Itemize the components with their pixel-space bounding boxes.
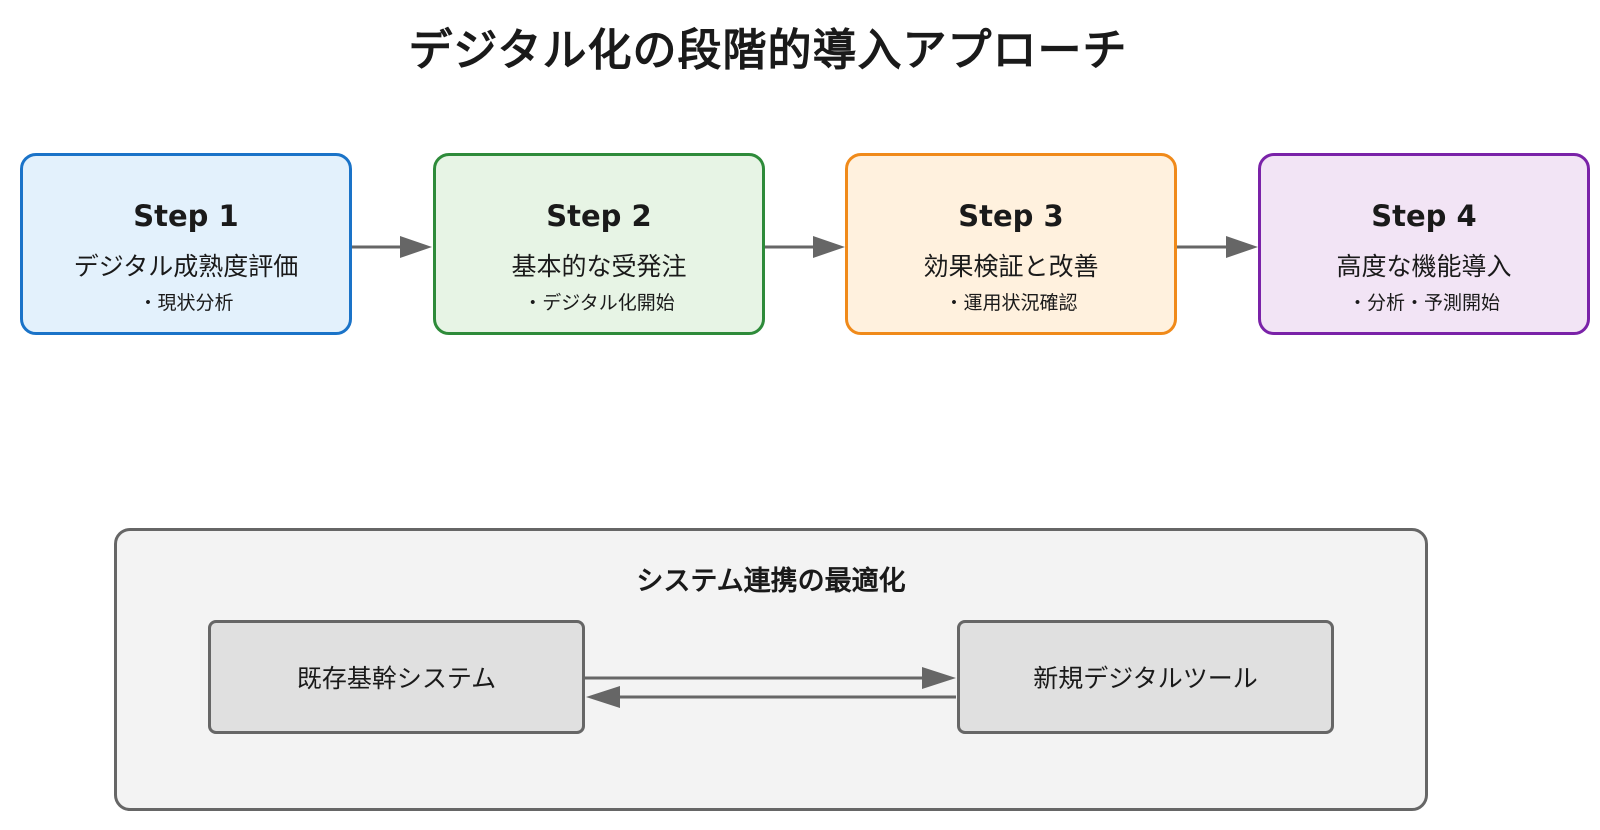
step-2-detail: ・デジタル化開始 xyxy=(523,292,675,314)
arrow-legacy-to-new-head xyxy=(922,667,956,689)
step-3-box: Step 3 効果検証と改善 ・運用状況確認 xyxy=(845,153,1177,335)
step-1-label: Step 1 xyxy=(133,199,239,233)
step-2-label: Step 2 xyxy=(546,199,652,233)
step-3-name: 効果検証と改善 xyxy=(923,252,1099,281)
legacy-system-box: 既存基幹システム xyxy=(208,620,585,734)
step-4-detail: ・分析・予測開始 xyxy=(1347,292,1500,314)
step-3-detail: ・運用状況確認 xyxy=(944,292,1078,314)
step-2-name: 基本的な受発注 xyxy=(511,252,687,281)
diagram-title: デジタル化の段階的導入アプローチ xyxy=(408,25,1128,76)
legacy-system-label: 既存基幹システム xyxy=(296,664,497,693)
step-4-box: Step 4 高度な機能導入 ・分析・予測開始 xyxy=(1258,153,1590,335)
new-tool-label: 新規デジタルツール xyxy=(1033,664,1258,693)
step-4-label: Step 4 xyxy=(1371,199,1477,233)
arrow-step2-to-step3-head xyxy=(813,236,845,258)
arrow-step1-to-step2-head xyxy=(400,236,432,258)
step-2-box: Step 2 基本的な受発注 ・デジタル化開始 xyxy=(433,153,765,335)
step-1-name: デジタル成熟度評価 xyxy=(73,252,299,281)
arrow-step3-to-step4-head xyxy=(1226,236,1258,258)
new-tool-box: 新規デジタルツール xyxy=(957,620,1334,734)
step-1-detail: ・現状分析 xyxy=(138,292,234,314)
arrow-new-to-legacy-head xyxy=(586,686,620,708)
integration-title: システム連携の最適化 xyxy=(636,566,906,597)
step-1-box: Step 1 デジタル成熟度評価 ・現状分析 xyxy=(20,153,352,335)
step-4-name: 高度な機能導入 xyxy=(1336,252,1512,281)
step-3-label: Step 3 xyxy=(958,199,1064,233)
